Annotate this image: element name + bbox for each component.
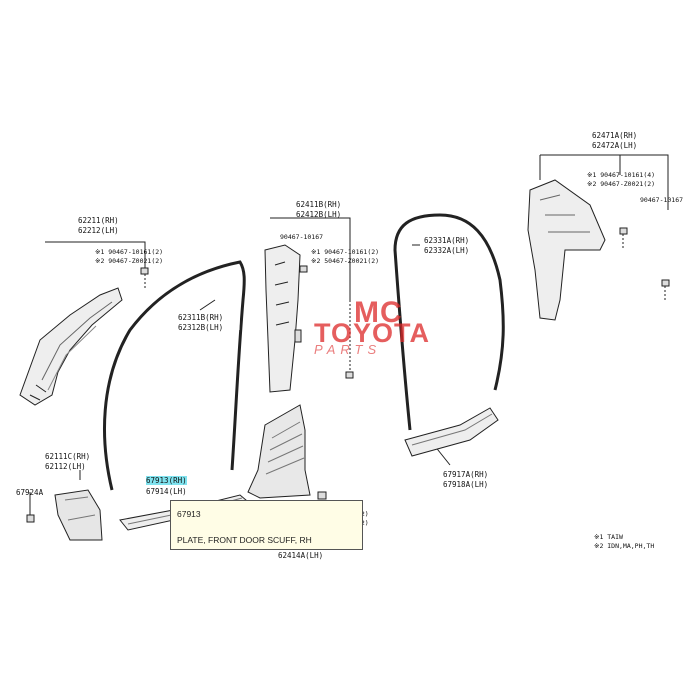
note-62411-2: ※2 50467-Z0021(2) bbox=[311, 257, 380, 265]
label-62332[interactable]: 62332A(LH) bbox=[424, 246, 470, 255]
tooltip-part-number: 67913 bbox=[177, 509, 201, 519]
watermark-logo-mc: MC bbox=[354, 296, 403, 329]
legend-note-1: ※1 TAIW bbox=[594, 533, 623, 541]
clip-62411-b bbox=[345, 371, 354, 379]
weatherstrip-62331-part bbox=[393, 213, 505, 431]
clip-67924 bbox=[26, 514, 35, 523]
label-67918[interactable]: 67918A(LH) bbox=[443, 480, 489, 489]
weatherstrip-62311-part bbox=[103, 260, 246, 491]
label-62471[interactable]: 62471A(RH) bbox=[592, 131, 638, 140]
label-62212[interactable]: 62212(LH) bbox=[78, 226, 119, 235]
label-62311[interactable]: 62311B(RH) bbox=[178, 313, 224, 322]
label-67924[interactable]: 67924A bbox=[16, 488, 44, 497]
label-62312[interactable]: 62312B(LH) bbox=[178, 323, 224, 332]
rear-pillar-part bbox=[527, 179, 606, 321]
kick-panel-part bbox=[54, 489, 103, 541]
tooltip-part-description: PLATE, FRONT DOOR SCUFF, RH bbox=[177, 535, 312, 545]
center-pillar-upper-part bbox=[264, 244, 302, 393]
note-62471-2: ※2 90467-Z0021(2) bbox=[587, 180, 656, 188]
rear-scuff-plate-part bbox=[404, 407, 499, 457]
leader-62211 bbox=[45, 241, 146, 270]
label-62411[interactable]: 62411B(RH) bbox=[296, 200, 342, 209]
label-62111[interactable]: 62111C(RH) bbox=[45, 452, 91, 461]
legend-note-2: ※2 IDN,MA,PH,TH bbox=[594, 542, 655, 550]
leader-62471 bbox=[539, 154, 669, 210]
note-62211-2: ※2 90467-Z0021(2) bbox=[95, 257, 164, 265]
watermark-logo-toyota: TOYOTA bbox=[314, 318, 431, 348]
clip-62414 bbox=[317, 491, 327, 500]
label-62414[interactable]: 62414A(LH) bbox=[278, 551, 324, 560]
leader-62411 bbox=[270, 217, 351, 300]
label-90467-10167-right[interactable]: 90467-10167 bbox=[640, 196, 684, 204]
label-62472[interactable]: 62472A(LH) bbox=[592, 141, 638, 150]
clip-62211 bbox=[140, 267, 149, 275]
label-67917[interactable]: 67917A(RH) bbox=[443, 470, 489, 479]
pillar-62211-part bbox=[19, 287, 123, 406]
label-90467-10167-mid[interactable]: 90467-10167 bbox=[280, 233, 324, 241]
clip-62411-a bbox=[299, 265, 308, 273]
label-62112[interactable]: 62112(LH) bbox=[45, 462, 86, 471]
clip-62471-b bbox=[661, 279, 670, 287]
leader-62311 bbox=[199, 299, 216, 311]
watermark-logo-parts: PARTS bbox=[314, 342, 382, 357]
label-62331[interactable]: 62331A(RH) bbox=[424, 236, 470, 245]
note-62211-1: ※1 90467-10161(2) bbox=[95, 248, 164, 256]
note-62471-1: ※1 90467-10161(4) bbox=[587, 171, 656, 179]
part-tooltip: 67913 PLATE, FRONT DOOR SCUFF, RH bbox=[170, 500, 363, 550]
center-pillar-lower-part bbox=[247, 404, 311, 499]
label-62412[interactable]: 62412B(LH) bbox=[296, 210, 342, 219]
note-62411-1: ※1 90467-10161(2) bbox=[311, 248, 380, 256]
clip-62471-a bbox=[619, 227, 628, 235]
label-67913[interactable]: 67913(RH) bbox=[146, 476, 187, 485]
label-67914[interactable]: 67914(LH) bbox=[146, 487, 187, 496]
label-62211[interactable]: 62211(RH) bbox=[78, 216, 119, 225]
